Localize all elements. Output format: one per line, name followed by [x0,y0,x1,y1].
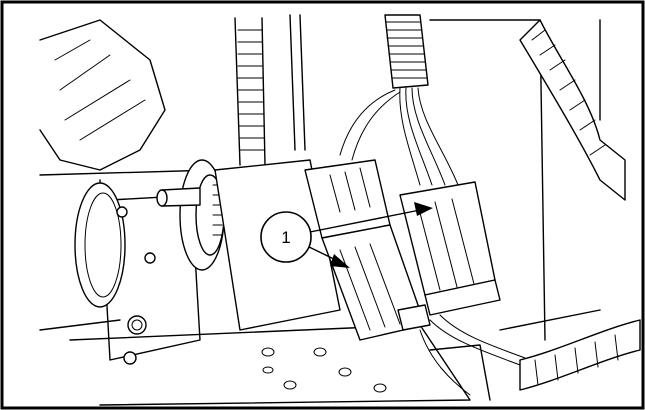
harness-conduit-right [519,19,641,391]
round-cover [74,182,126,308]
callout-arrows [304,202,433,268]
callout-1: 1 [260,211,312,263]
arrow-head-lower [330,254,350,268]
bracket-bolts [116,206,156,365]
connector-wires [339,87,526,396]
connector-left [304,159,431,341]
base-plate [69,324,471,406]
starter-shaft [156,159,225,271]
flywheel-gear [234,14,306,166]
harness-conduit-top [384,14,429,89]
callout-label: 1 [281,228,290,247]
arrow-head-upper [414,202,433,216]
